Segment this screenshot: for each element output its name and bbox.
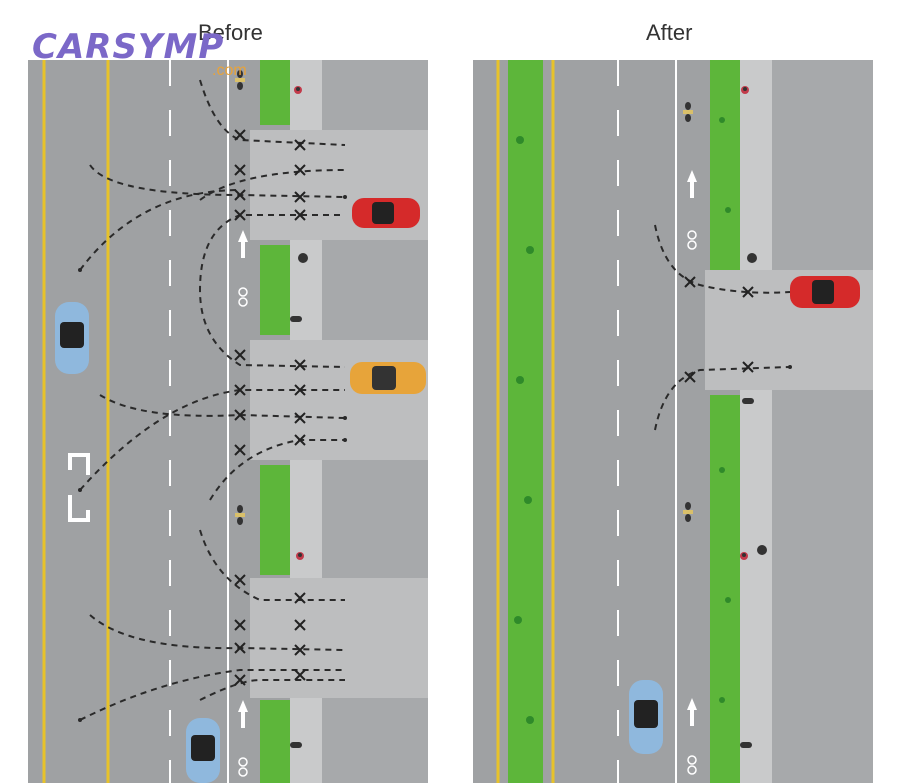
car-icon — [629, 680, 663, 754]
pedestrian-icon — [740, 253, 767, 748]
before-driveway — [250, 340, 428, 460]
watermark-subtext: .com — [212, 62, 247, 79]
vehicle-paths — [654, 224, 791, 431]
center-median — [508, 60, 543, 783]
watermark-logo: CARSYMP — [32, 27, 225, 67]
car-icon — [352, 198, 420, 228]
planting-strip — [260, 465, 290, 575]
vehicle-paths — [79, 79, 346, 721]
before-title: Before — [198, 20, 263, 45]
planting-strip — [260, 700, 290, 783]
planting-strip — [260, 60, 290, 125]
before-driveway — [250, 578, 428, 698]
arrow-up-icon — [238, 230, 248, 728]
bicycle-icon — [238, 287, 248, 777]
planting-strip — [710, 395, 740, 783]
car-icon — [350, 362, 426, 394]
after-title: After — [646, 20, 693, 45]
shrubs — [514, 117, 731, 724]
u-turn-arrow-icon — [68, 453, 90, 522]
planting-strip — [260, 245, 290, 335]
car-icon — [790, 276, 860, 308]
arrow-up-icon — [687, 170, 697, 726]
planting-strip — [710, 60, 740, 270]
before-panel — [28, 60, 428, 783]
car-icon — [186, 718, 220, 783]
after-panel — [473, 60, 873, 783]
bicycle-icon — [687, 230, 697, 775]
after-sidewalk — [740, 60, 772, 783]
pedestrian-icon — [290, 253, 308, 748]
car-icon — [55, 302, 89, 374]
